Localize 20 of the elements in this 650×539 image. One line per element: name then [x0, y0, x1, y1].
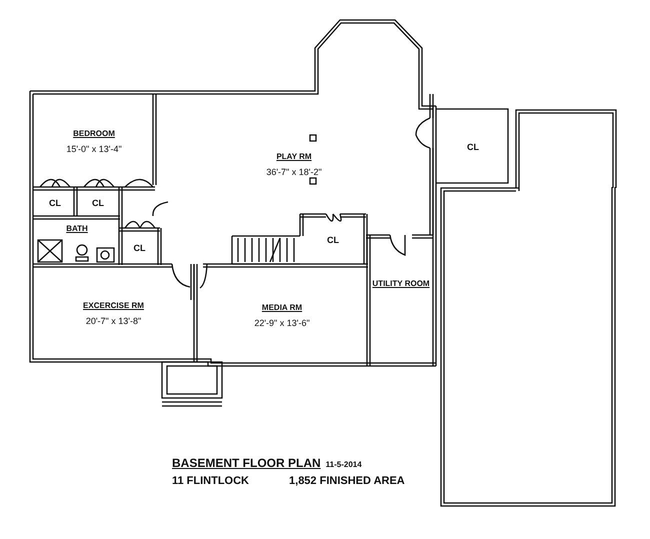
- room-dimensions: 22'-9" x 13'-6": [254, 318, 310, 328]
- room-name: MEDIA RM: [262, 302, 302, 312]
- closet-label: CL: [467, 142, 479, 152]
- plan-title: BASEMENT FLOOR PLAN: [172, 456, 321, 470]
- closet-label: CL: [327, 235, 339, 245]
- room-name: BATH: [66, 224, 88, 232]
- room-dimensions: 15'-0" x 13'-4": [66, 144, 122, 154]
- room-name: BEDROOM: [73, 128, 115, 138]
- closet-label: CL: [92, 198, 104, 208]
- area-text: 1,852 FINISHED AREA: [289, 475, 405, 487]
- address-text: 11 FLINTLOCK: [172, 475, 250, 487]
- room-name: PLAY RM: [276, 152, 312, 161]
- room-dimensions: 36'-7" x 18'-2": [266, 167, 322, 177]
- closet-label: CL: [134, 242, 146, 252]
- room-name: UTILITY ROOM: [372, 278, 430, 288]
- closet-label: CL: [49, 198, 61, 208]
- room-name: EXCERCISE RM: [83, 300, 144, 310]
- room-dimensions: 20'-7" x 13'-8": [86, 316, 142, 326]
- room-outline: [440, 187, 616, 508]
- plan-date: 11-5-2014: [326, 460, 362, 469]
